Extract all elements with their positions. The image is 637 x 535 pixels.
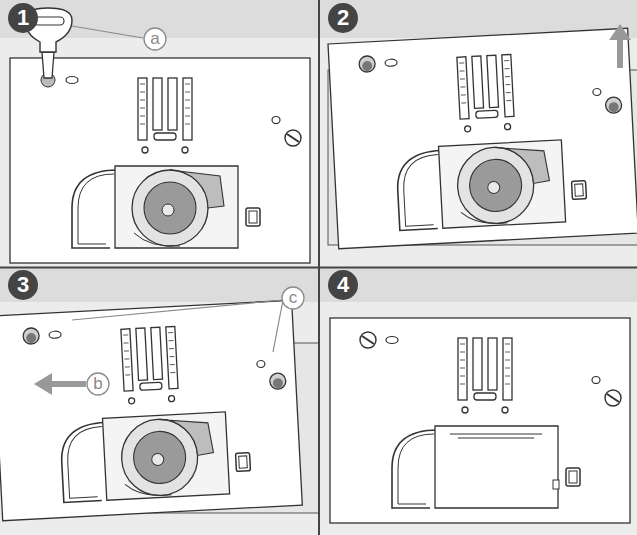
- step-number: 3: [8, 270, 38, 300]
- callout-letter: a: [140, 24, 170, 54]
- callout-letter: c: [278, 283, 308, 313]
- step-number: 4: [328, 270, 358, 300]
- step-number: 1: [8, 3, 38, 33]
- callout-letter: b: [83, 369, 113, 399]
- step-number: 2: [328, 3, 358, 33]
